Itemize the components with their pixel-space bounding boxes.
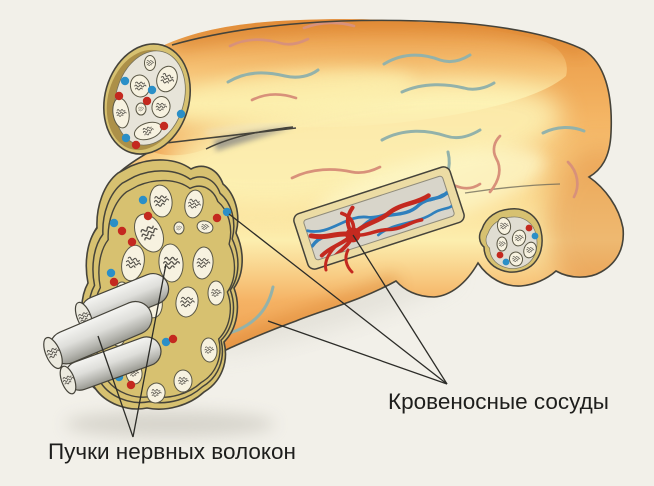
nerve-fiber-bundles xyxy=(43,272,170,395)
fascicles-branch xyxy=(112,55,178,141)
fascicles-small xyxy=(496,217,537,267)
branch-notch-wedge xyxy=(205,124,292,151)
vessel-window xyxy=(293,166,465,270)
branch-crease-line xyxy=(464,183,561,194)
pointer-line-blood-vessels-3 xyxy=(267,320,448,385)
fiber-bundle-cylinder xyxy=(43,300,153,370)
fiber-bundle-cylinder xyxy=(59,336,162,395)
label-nerve-fiber-bundles: Пучки нервных волокон xyxy=(48,439,296,464)
pointer-line-bundles-2 xyxy=(132,263,167,438)
pointer-line-bundles-1 xyxy=(97,335,134,438)
small-branch-cross-section xyxy=(478,208,543,273)
artery-spill xyxy=(324,244,354,274)
pointer-line-blood-vessels-2 xyxy=(228,213,448,385)
branch-cross-section xyxy=(102,43,192,155)
pointer-line-blood-vessels-1 xyxy=(352,234,448,385)
vessel-dots-small xyxy=(496,224,539,266)
label-blood-vessels: Кровеносные сосуды xyxy=(388,389,609,414)
surface-vessels-salmon xyxy=(228,21,579,199)
vessel-dots-branch xyxy=(114,76,186,150)
pointer-lines xyxy=(97,213,448,438)
